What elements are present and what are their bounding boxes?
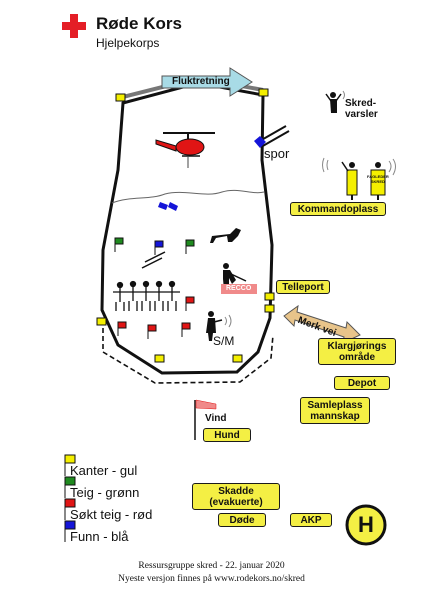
ski-tracks-icon [254,126,289,148]
footer-line2: Nyeste versjon finnes på www.rodekors.no… [0,573,423,586]
legend-item-find: Funn - blå [70,530,129,544]
command-post-label: Kommandoplass [290,202,386,216]
avalanche-warner-line2: varsler [345,109,378,120]
legend-item-edges: Kanter - gul [70,464,137,478]
search-dog-icon [210,228,241,243]
avalanche-warner-icon [326,91,345,113]
recco-label: RECCO [226,285,251,293]
wind-label: Vind [205,413,226,424]
depot-label: Depot [334,376,390,390]
legend-item-searched-sector: Søkt teig - rød [70,508,152,522]
count-gate-label: Telleport [276,280,330,294]
signal-search-label: S/M [213,334,234,348]
staging-area-line1: Klargjørings [322,341,392,352]
fagleder-badge: FAGLEDER SKRED [367,174,389,184]
deceased-label: Døde [218,513,266,527]
injured-line1: Skadde [196,486,276,497]
dog-label: Hund [203,428,251,442]
assembly-area-label: Samleplass mannskap [300,397,370,424]
helipad-letter: H [356,513,376,537]
legend-item-sector: Teig - grønn [70,486,139,500]
assembly-area-line1: Samleplass [304,400,366,411]
injured-label: Skadde (evakuerte) [192,483,280,510]
assembly-area-line2: mannskap [304,411,366,422]
snow-line [112,190,264,203]
helicopter-icon [156,133,215,168]
probe-line-people [113,282,180,312]
avalanche-warner-label: Skred- varsler [345,98,378,120]
yellow-flag [97,89,274,362]
footer-line1: Ressursgruppe skred - 22. januar 2020 [0,560,423,573]
blue-find-marker [158,202,178,211]
akp-label: AKP [290,513,332,527]
staging-area-line2: område [322,352,392,363]
tracks-label: spor [264,148,289,160]
escape-direction-label: Fluktretning [172,76,230,88]
staging-area-label: Klargjørings område [318,338,396,365]
injured-line2: (evakuerte) [196,497,276,508]
fagleder-skred-text: SKRED [367,179,389,184]
avalanche-warner-line1: Skred- [345,98,378,109]
team-flags [115,238,194,339]
